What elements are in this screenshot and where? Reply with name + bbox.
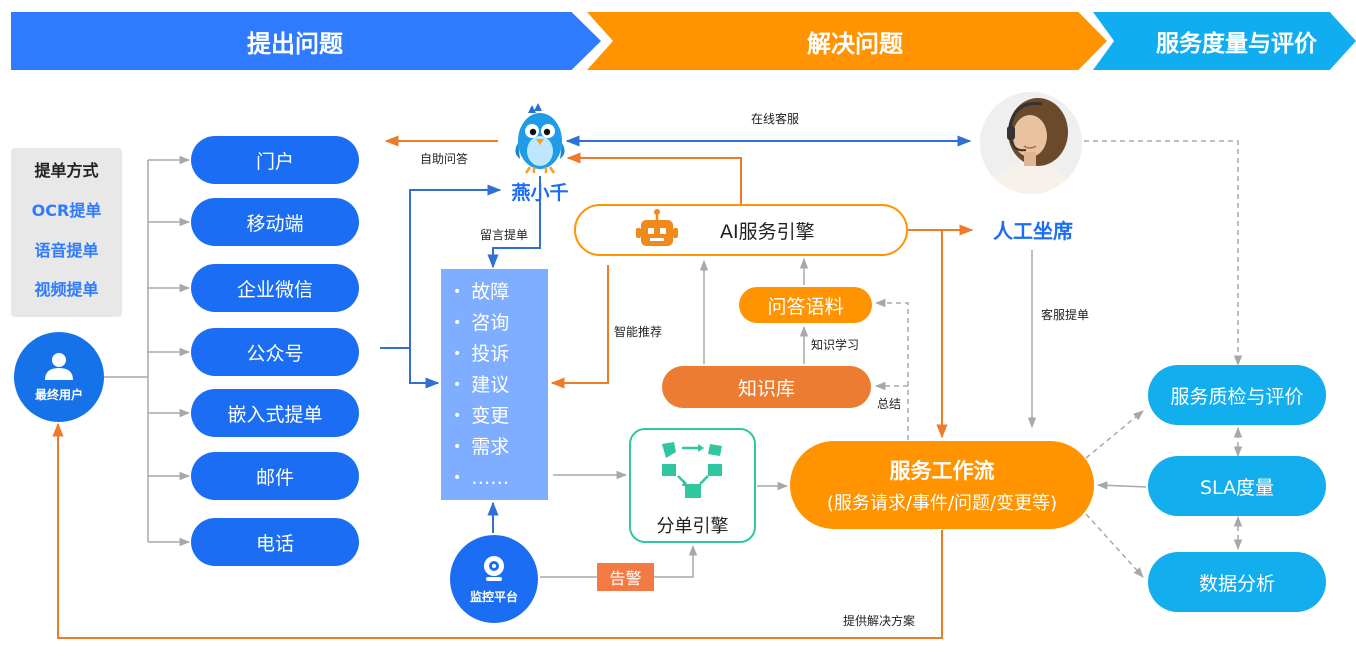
edge-label-provide-solution: 提供解决方案 [843, 614, 916, 628]
dashed-lines [874, 140, 1243, 578]
sla-metrics: SLA度量 [1148, 456, 1326, 516]
edge-label-self-qa: 自助问答 [420, 152, 469, 166]
alert-badge: 告警 [597, 563, 654, 591]
ticket-type-item: 故障 [453, 277, 548, 308]
service-quality-evaluation: 服务质检与评价 [1148, 365, 1326, 425]
phase-service-metrics: 服务度量与评价 [1093, 12, 1356, 70]
user-icon [45, 352, 73, 380]
monitor-platform-label: 监控平台 [469, 589, 518, 604]
ticket-type-item: 需求 [453, 432, 548, 463]
robot-icon [636, 209, 678, 246]
channel-email: 邮件 [191, 452, 359, 500]
ticket-type-item: 咨询 [453, 308, 548, 339]
submit-methods-panel: 提单方式 OCR提单 语音提单 视频提单 [11, 148, 122, 317]
channel-embedded: 嵌入式提单 [191, 389, 359, 437]
headset-agent-icon [980, 92, 1082, 194]
end-user-label: 最终用户 [34, 387, 83, 402]
ticket-type-item: 变更 [453, 401, 548, 432]
ticket-type-item: 投诉 [453, 339, 548, 370]
workflow-title: 服务工作流 [889, 459, 995, 483]
channel-mobile: 移动端 [191, 198, 359, 246]
edge-label-knowledge-learning: 知识学习 [811, 338, 860, 352]
phase-solve-problem: 解决问题 [587, 12, 1107, 70]
channel-official-account: 公众号 [191, 328, 359, 376]
edge-label-summary: 总结 [877, 397, 902, 411]
workflow-subtitle: (服务请求/事件/问题/变更等) [826, 493, 1058, 514]
edge-label-online-service: 在线客服 [751, 112, 800, 126]
orange-lines [52, 135, 974, 639]
monitor-platform: 监控平台 [450, 535, 538, 623]
channel-portal: 门户 [191, 136, 359, 184]
data-analysis: 数据分析 [1148, 552, 1326, 612]
ticket-types-box: 故障 咨询 投诉 建议 变更 需求 …… [441, 269, 548, 500]
phase-raise-problem: 提出问题 [11, 12, 601, 70]
ticket-type-item: 建议 [453, 370, 548, 401]
channel-phone: 电话 [191, 518, 359, 566]
webcam-icon [484, 555, 504, 581]
submit-methods-title: 提单方式 [34, 161, 99, 180]
ticket-type-item: …… [453, 463, 548, 494]
submit-method-video: 视频提单 [34, 280, 99, 300]
edge-label-smart-recommend: 智能推荐 [614, 325, 663, 339]
ai-service-engine: AI服务引擎 [574, 204, 908, 256]
edge-label-leave-message: 留言提单 [480, 228, 529, 242]
dispatch-engine-label: 分单引擎 [656, 516, 729, 537]
dispatch-network-icon [661, 442, 722, 498]
chatbot-name: 燕小千 [511, 182, 569, 204]
channel-wecom: 企业微信 [191, 264, 359, 312]
service-workflow: 服务工作流 (服务请求/事件/问题/变更等) [790, 441, 1094, 529]
gray-lines [540, 250, 1147, 578]
ai-engine-label: AI服务引擎 [720, 220, 815, 243]
knowledge-base: 知识库 [662, 366, 871, 408]
dispatch-engine: 分单引擎 [629, 428, 756, 543]
edge-label-agent-ticket: 客服提单 [1041, 308, 1090, 322]
qa-corpus: 问答语料 [739, 287, 872, 323]
submit-method-ocr: OCR提单 [31, 200, 102, 220]
channel-bracket [104, 155, 191, 547]
agent-avatar [980, 92, 1082, 194]
chatbot-bird-icon [515, 103, 565, 174]
end-user-node: 最终用户 [14, 332, 104, 422]
agent-title: 人工坐席 [993, 219, 1073, 243]
submit-method-voice: 语音提单 [34, 240, 99, 260]
channel-out-lines [380, 135, 972, 533]
